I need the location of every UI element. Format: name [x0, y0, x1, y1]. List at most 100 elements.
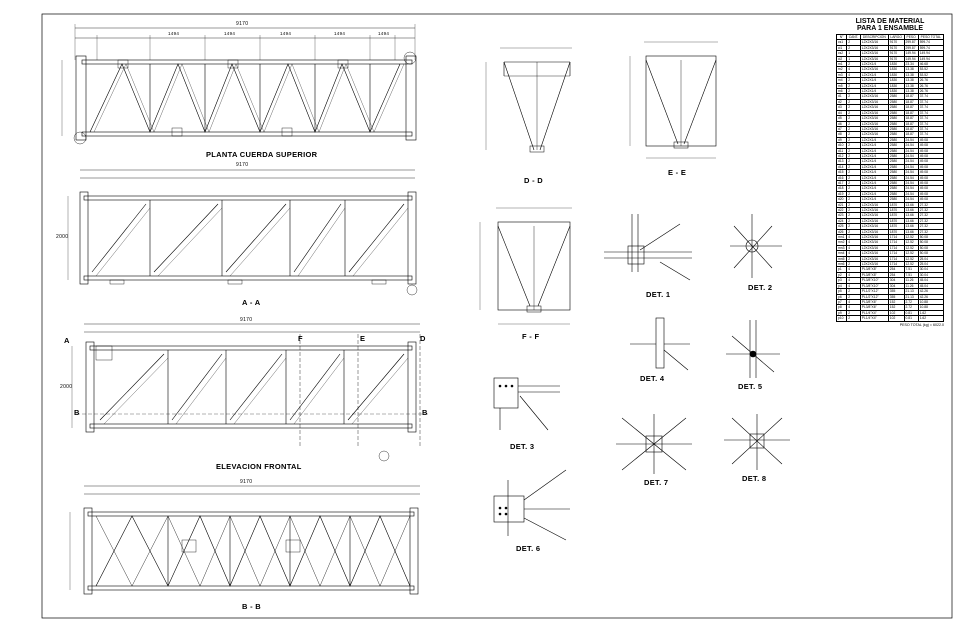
bom-cell: L2X2X3/16: [859, 223, 889, 230]
dim-panel: 1494: [378, 31, 390, 36]
bom-cell: d26: [835, 228, 848, 236]
bom-cell: 2: [846, 315, 861, 322]
view-title-b-b: B - B: [242, 602, 261, 611]
bom-cell: mn4: [835, 250, 848, 257]
bom-col-header: PESO TOTAL: [917, 33, 945, 41]
bom-cell: d17: [835, 179, 848, 187]
bom-cell: mn2: [835, 239, 848, 246]
bom-cell: PL3/8"X8": [859, 271, 889, 279]
bom-cell: d9: [835, 136, 848, 144]
bom-col-header: N°: [835, 33, 848, 41]
dim-panel: 1494: [224, 31, 236, 36]
bom-cell: L2X2X1/4: [859, 142, 889, 149]
bom-cell: p1: [835, 266, 848, 273]
bom-cell: L2X2X3/16: [859, 261, 889, 268]
bom-cell: L2X2X3/16: [859, 115, 889, 122]
bom-cell: L2X2X3/16: [859, 201, 889, 209]
section-marker-b-left: B: [74, 408, 80, 417]
bom-cell: d5: [835, 115, 848, 122]
bom-cell: L2X2X1/4: [859, 60, 889, 68]
bom-cell: m1: [835, 60, 848, 68]
section-title-e-e: E - E: [668, 168, 687, 177]
bom-cell: L2X2X1/4: [859, 77, 889, 84]
bom-cell: m5: [835, 82, 848, 90]
section-marker-e: E: [360, 334, 366, 343]
section-marker-a: A: [64, 336, 70, 345]
bom-cell: cs1: [835, 39, 848, 46]
bom-cell: L2X2X1/4: [859, 82, 889, 90]
bom-cell: L2X2X1/4: [859, 158, 889, 165]
bom-cell: PL3/8"X6": [859, 304, 889, 311]
dim-overall-b-b: 9170: [240, 479, 253, 485]
dim-height-a-a: 2000: [56, 234, 69, 240]
bom-cell: L2X2X3/16: [859, 131, 889, 138]
bom-cell: d20: [835, 196, 848, 203]
bom-cell: p10: [835, 315, 848, 322]
bom-col-header: DESCRIPCION: [859, 33, 889, 41]
bom-cell: d8: [835, 131, 848, 138]
detail-4-drawing: [630, 317, 690, 371]
bom-cell: p5: [835, 288, 848, 295]
bom-cell: L2X2X3/16: [859, 255, 889, 263]
bom-cell: L2X2X1/4: [859, 185, 889, 192]
section-f-f: [479, 207, 572, 325]
section-d-d: [485, 47, 572, 153]
bom-cell: L2X2X3/16: [859, 250, 889, 257]
bom-cell: m6: [835, 88, 848, 95]
bom-cell: L2X2X1/4: [859, 71, 889, 79]
detail-title-4: DET. 4: [640, 374, 665, 383]
bom-cell: L2X2X3/16: [859, 206, 889, 214]
bom-cell: L2X2X3/16: [859, 125, 889, 133]
bom-cell: d4: [835, 109, 848, 117]
sheet-border: [41, 13, 953, 619]
bom-header-row: N° CANT. DESCRIPCION LARGO PESO PESO TOT…: [835, 33, 945, 41]
detail-title-3: DET. 3: [510, 442, 535, 451]
section-title-f-f: F - F: [522, 332, 540, 341]
dim-height-elevacion: 2000: [60, 384, 73, 390]
detail-7-drawing: [616, 414, 692, 474]
bom-cell: PL1/4"X4": [859, 315, 889, 322]
bom-cell: d1: [835, 93, 848, 100]
dim-panel: 1494: [334, 31, 346, 36]
section-marker-b-right: B: [422, 408, 428, 417]
bom-cell: L2X2X1/4: [859, 196, 889, 203]
bom-cell: ci2: [835, 55, 848, 63]
detail-2-drawing: [730, 214, 782, 278]
view-title-a-a: A - A: [242, 298, 261, 307]
bom-cell: mn6: [835, 261, 848, 268]
bom-cell: L2X2X1/4: [859, 147, 889, 154]
bom-cell: PL3/8"X10": [859, 277, 889, 284]
bom-cell: d12: [835, 152, 848, 160]
bom-cell: d25: [835, 223, 848, 230]
detail-1-drawing: [604, 214, 692, 281]
detail-5-drawing: [726, 320, 780, 378]
detail-title-5: DET. 5: [738, 382, 763, 391]
bom-cell: L2X2X3/16: [859, 98, 889, 106]
bom-cell: m3: [835, 71, 848, 79]
bom-cell: m4: [835, 77, 848, 84]
detail-8-drawing: [724, 414, 790, 470]
bom-cell: d24: [835, 217, 848, 225]
bom-cell: p7: [835, 298, 848, 306]
detail-title-2: DET. 2: [748, 283, 773, 292]
bom-cell: p9: [835, 309, 848, 317]
section-marker-f: F: [298, 334, 303, 343]
bom-cell: L2X2X3/16: [859, 39, 889, 46]
bom-cell: PL1/4"X4": [859, 309, 889, 317]
